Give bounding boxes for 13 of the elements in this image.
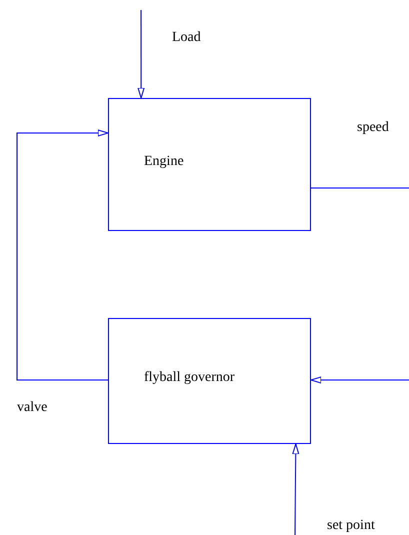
edge-label: set point: [327, 518, 375, 534]
block-box: [108, 318, 311, 444]
arrow: [310, 376, 409, 384]
arrow: [138, 10, 145, 98]
block-box: [108, 98, 311, 231]
signal-line: [310, 188, 409, 189]
block-label: Engine: [144, 154, 184, 170]
edge-label: Load: [172, 30, 201, 46]
edge-label: speed: [357, 120, 389, 136]
arrow: [16, 129, 108, 380]
block-label: flyball governor: [144, 370, 235, 386]
arrow: [292, 444, 300, 535]
edge-label: valve: [17, 400, 48, 416]
